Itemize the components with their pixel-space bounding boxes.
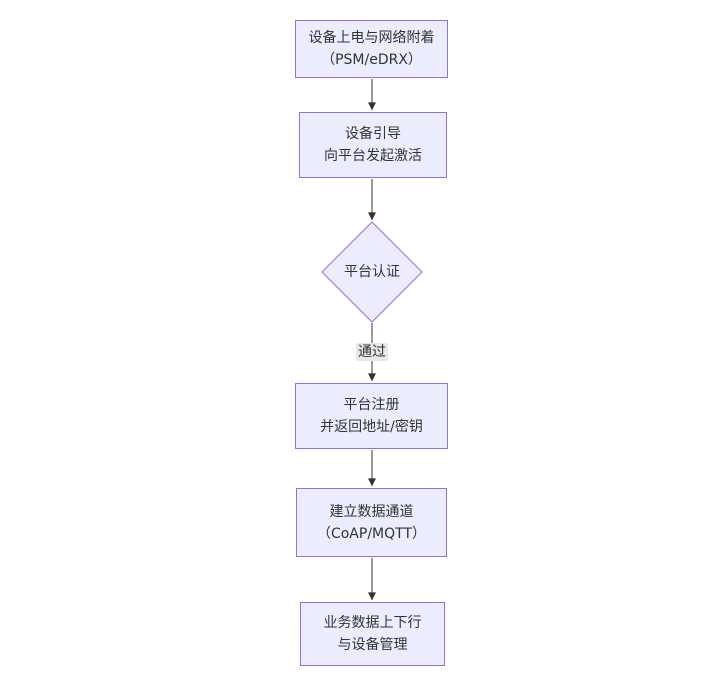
node-business-data: 业务数据上下行 与设备管理 — [300, 602, 445, 666]
edge-label-pass: 通过 — [356, 343, 388, 361]
node-label: 业务数据上下行 — [323, 615, 422, 631]
node-label: 向平台发起激活 — [324, 148, 422, 164]
node-label: 平台注册 — [343, 397, 400, 413]
node-label: （PSM/eDRX） — [321, 52, 422, 68]
node-platform-auth-diamond — [321, 221, 423, 323]
node-label: （CoAP/MQTT） — [316, 525, 427, 542]
node-power-attach: 设备上电与网络附着 （PSM/eDRX） — [295, 20, 448, 78]
node-platform-auth-label: 平台认证 — [344, 264, 400, 280]
node-data-channel: 建立数据通道 （CoAP/MQTT） — [296, 488, 447, 557]
node-label: 与设备管理 — [337, 637, 408, 653]
node-label: 设备上电与网络附着 — [308, 30, 435, 46]
node-label: 并返回地址/密钥 — [320, 419, 423, 435]
node-bootstrap: 设备引导 向平台发起激活 — [299, 112, 447, 178]
node-label: 建立数据通道 — [329, 503, 414, 520]
node-platform-register: 平台注册 并返回地址/密钥 — [295, 383, 448, 449]
node-label: 设备引导 — [345, 126, 401, 142]
